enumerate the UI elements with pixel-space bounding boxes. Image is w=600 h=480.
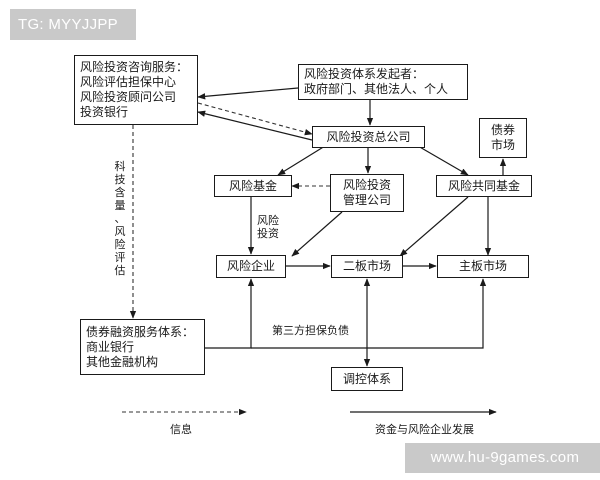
edge-bondfinance-to-enterprise bbox=[205, 278, 255, 349]
node-joint-fund: 风险共同基金 bbox=[436, 175, 532, 197]
label-tech-risk-assessment: 科 技 含 量 、 风 险 评 估 bbox=[114, 160, 126, 277]
node-hq-text: 风险投资总公司 bbox=[326, 129, 411, 144]
node-main-board-market: 主板市场 bbox=[437, 255, 529, 278]
node-second-board-market: 二板市场 bbox=[331, 255, 403, 278]
node-system-initiator-text: 风险投资体系发起者： 政府部门、其他法人、个人 bbox=[304, 67, 449, 96]
legend-info-label: 信息 bbox=[170, 423, 192, 436]
node-joint-fund-text: 风险共同基金 bbox=[447, 178, 520, 193]
watermark-top: TG: MYYJJPP bbox=[10, 9, 136, 40]
legend-capital-label: 资金与风险企业发展 bbox=[375, 423, 474, 436]
node-risk-enterprise: 风险企业 bbox=[216, 255, 286, 278]
node-consulting-services: 风险投资咨询服务： 风险评估担保中心 风险投资顾问公司 投资银行 bbox=[74, 55, 198, 125]
node-consulting-services-text: 风险投资咨询服务： 风险评估担保中心 风险投资顾问公司 投资银行 bbox=[80, 60, 189, 119]
edge-third-party-guarantee bbox=[251, 278, 487, 349]
label-risk-investment: 风险 投资 bbox=[257, 214, 279, 240]
edge-hq-to-fund bbox=[277, 145, 326, 176]
node-regulation-system: 调控体系 bbox=[331, 367, 403, 391]
edge-hq-to-jointfund bbox=[417, 145, 469, 176]
edge-initiator-to-consulting bbox=[197, 87, 299, 100]
node-management-company-text: 风险投资 管理公司 bbox=[342, 178, 391, 207]
edge-jointfund-to-secondboard bbox=[399, 196, 469, 257]
node-risk-fund: 风险基金 bbox=[214, 175, 292, 197]
edge-mgmt-to-enterprise bbox=[291, 211, 343, 257]
node-management-company: 风险投资 管理公司 bbox=[330, 174, 404, 212]
node-bond-market-text: 债券 市场 bbox=[490, 123, 515, 152]
edge-consulting-to-hq-dashed bbox=[197, 102, 313, 136]
edge-hq-to-consulting bbox=[197, 110, 313, 141]
node-hq: 风险投资总公司 bbox=[312, 126, 425, 148]
node-risk-fund-text: 风险基金 bbox=[228, 178, 277, 193]
node-bond-market: 债券 市场 bbox=[479, 118, 527, 158]
node-bond-finance-system: 债券融资服务体系： 商业银行 其他金融机构 bbox=[80, 319, 205, 375]
node-main-board-market-text: 主板市场 bbox=[458, 259, 507, 273]
node-system-initiator: 风险投资体系发起者： 政府部门、其他法人、个人 bbox=[298, 64, 468, 100]
node-bond-finance-system-text: 债券融资服务体系： 商业银行 其他金融机构 bbox=[86, 324, 195, 369]
node-risk-enterprise-text: 风险企业 bbox=[226, 259, 275, 273]
node-second-board-market-text: 二板市场 bbox=[342, 259, 391, 273]
node-regulation-system-text: 调控体系 bbox=[342, 371, 391, 386]
label-third-party-guarantee: 第三方担保负债 bbox=[272, 324, 349, 337]
watermark-bottom: www.hu-9games.com bbox=[405, 443, 600, 473]
